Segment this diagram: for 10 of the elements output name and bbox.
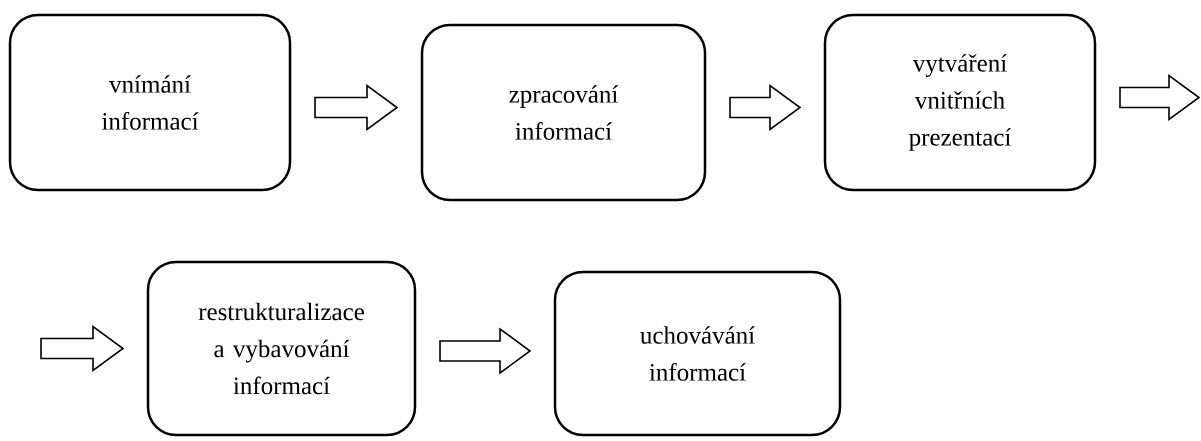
block-arrow [439, 327, 532, 375]
process-box: vytváření vnitřních prezentací [823, 13, 1097, 192]
process-box: zpracování informací [420, 23, 707, 202]
block-arrow [1119, 73, 1201, 122]
block-arrow [729, 83, 802, 132]
process-box: uchovávání informací [553, 270, 842, 437]
process-box: vnímání informací [8, 13, 292, 192]
block-arrow [314, 83, 399, 132]
block-arrow [40, 324, 125, 373]
process-box: restrukturalizace a vybavování informací [146, 260, 417, 437]
